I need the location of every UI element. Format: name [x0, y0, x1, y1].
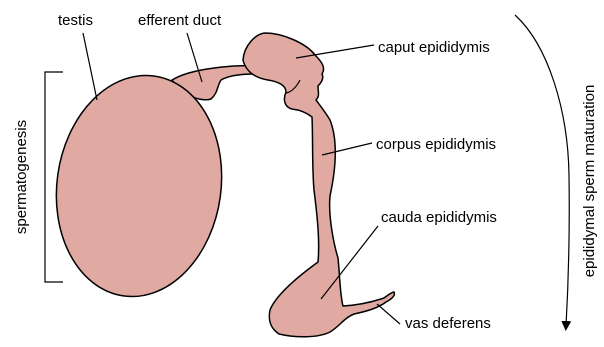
spermatogenesis-label: spermatogenesis — [13, 120, 30, 234]
vas-deferens-label: vas deferens — [405, 315, 491, 332]
testis-label: testis — [58, 12, 93, 29]
testis-leader — [83, 33, 97, 100]
corpus-epididymis-label: corpus epididymis — [376, 136, 496, 153]
efferent-duct-label: efferent duct — [138, 12, 222, 29]
testis-shape — [42, 65, 235, 308]
cauda-epididymis-label: cauda epididymis — [381, 209, 497, 226]
caput-epididymis-label: caput epididymis — [378, 39, 490, 56]
epididymis-shape — [243, 33, 394, 337]
maturation-label: epididymal sperm maturation — [581, 85, 598, 278]
maturation-arrow — [515, 15, 569, 326]
vas-deferens-leader — [377, 304, 400, 324]
